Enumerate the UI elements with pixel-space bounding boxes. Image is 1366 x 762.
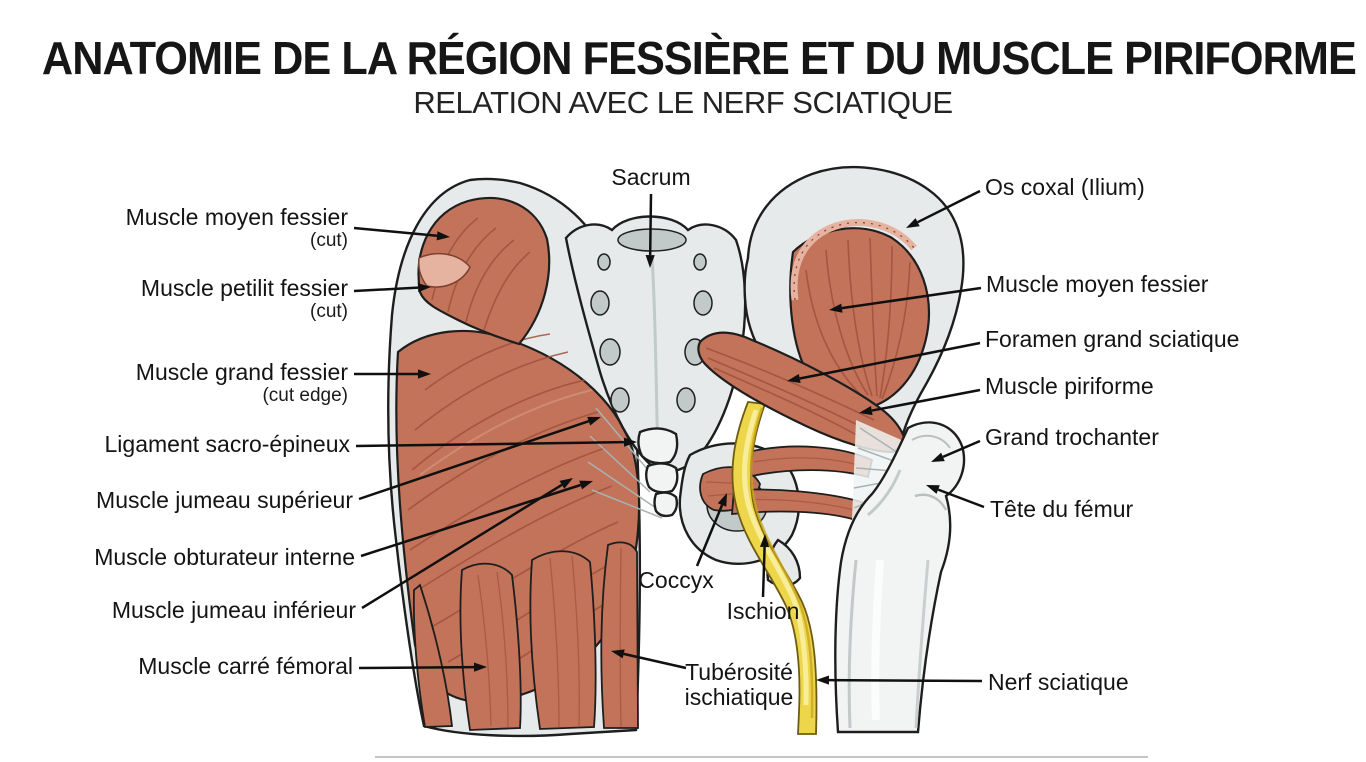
- label-muscle-piriforme: Muscle piriforme: [985, 374, 1154, 399]
- label-nerf-sciatique: Nerf sciatique: [988, 670, 1129, 695]
- label-muscle-jumeau-inferieur: Muscle jumeau inférieur: [112, 598, 356, 623]
- label-text: Muscle piriforme: [985, 373, 1154, 399]
- label-muscle-carre-femoral: Muscle carré fémoral: [138, 654, 353, 679]
- label-subtext: (cut): [310, 230, 348, 251]
- label-text: Muscle moyen fessier: [986, 271, 1209, 297]
- label-text: ischiatique: [684, 684, 794, 710]
- label-text: Tête du fémur: [990, 496, 1134, 522]
- page-title: ANATOMIE DE LA RÉGION FESSIÈRE ET DU MUS…: [41, 32, 1357, 84]
- label-sacrum: Sacrum: [611, 165, 690, 190]
- label-text: Sacrum: [611, 164, 691, 190]
- label-coccyx: Coccyx: [638, 568, 713, 593]
- label-muscle-jumeau-superieur: Muscle jumeau supérieur: [96, 488, 353, 513]
- label-tete-du-femur: Tête du fémur: [990, 497, 1133, 522]
- label-text: Muscle grand fessier: [135, 359, 348, 385]
- label-text: Ligament sacro-épineux: [104, 431, 350, 457]
- gemellus-superior-shape: [746, 445, 874, 479]
- label-muscle-obturateur-interne: Muscle obturateur interne: [94, 545, 355, 570]
- label-subtext: (cut edge): [262, 385, 348, 406]
- label-text: Nerf sciatique: [988, 669, 1129, 695]
- label-text: Coccyx: [638, 567, 714, 593]
- gluteus-medius-cut-shape: [417, 196, 551, 346]
- label-text: Muscle obturateur interne: [94, 544, 355, 570]
- label-subtext: (cut): [310, 301, 348, 322]
- gemellus-muscles: [731, 445, 874, 522]
- label-os-coxal-ilium: Os coxal (Ilium): [985, 175, 1145, 200]
- label-text: Muscle jumeau supérieur: [96, 487, 353, 513]
- label-text: Muscle moyen fessier: [125, 204, 348, 230]
- label-text: Muscle petilit fessier: [140, 275, 348, 301]
- label-text: Grand trochanter: [985, 424, 1159, 450]
- label-foramen-grand-sciatique: Foramen grand sciatique: [985, 327, 1239, 352]
- label-muscle-moyen-fessier-left: Muscle moyen fessier(cut): [125, 204, 348, 252]
- label-text: Muscle carré fémoral: [138, 653, 353, 679]
- label-grand-trochanter: Grand trochanter: [985, 425, 1159, 450]
- page-subtitle: RELATION AVEC LE NERF SCIATIQUE: [413, 85, 953, 120]
- label-muscle-moyen-fessier-right: Muscle moyen fessier: [986, 272, 1208, 297]
- label-muscle-petilit-fessier: Muscle petilit fessier(cut): [140, 275, 348, 323]
- label-ischion: Ischion: [727, 599, 800, 624]
- femur-bone: [834, 421, 966, 734]
- label-text: Os coxal (Ilium): [985, 174, 1145, 200]
- label-muscle-grand-fessier: Muscle grand fessier(cut edge): [135, 359, 348, 407]
- label-text: Tubérosité: [685, 659, 793, 685]
- label-text: Foramen grand sciatique: [985, 326, 1240, 352]
- coccyx-bone: [637, 427, 679, 518]
- label-text: Muscle jumeau inférieur: [111, 597, 356, 623]
- sciatic-nerve: [731, 401, 818, 735]
- label-ligament-sacro-epineux: Ligament sacro-épineux: [105, 432, 350, 457]
- title-block: ANATOMIE DE LA RÉGION FESSIÈRE ET DU MUS…: [0, 34, 1366, 119]
- label-text: Ischion: [726, 598, 800, 624]
